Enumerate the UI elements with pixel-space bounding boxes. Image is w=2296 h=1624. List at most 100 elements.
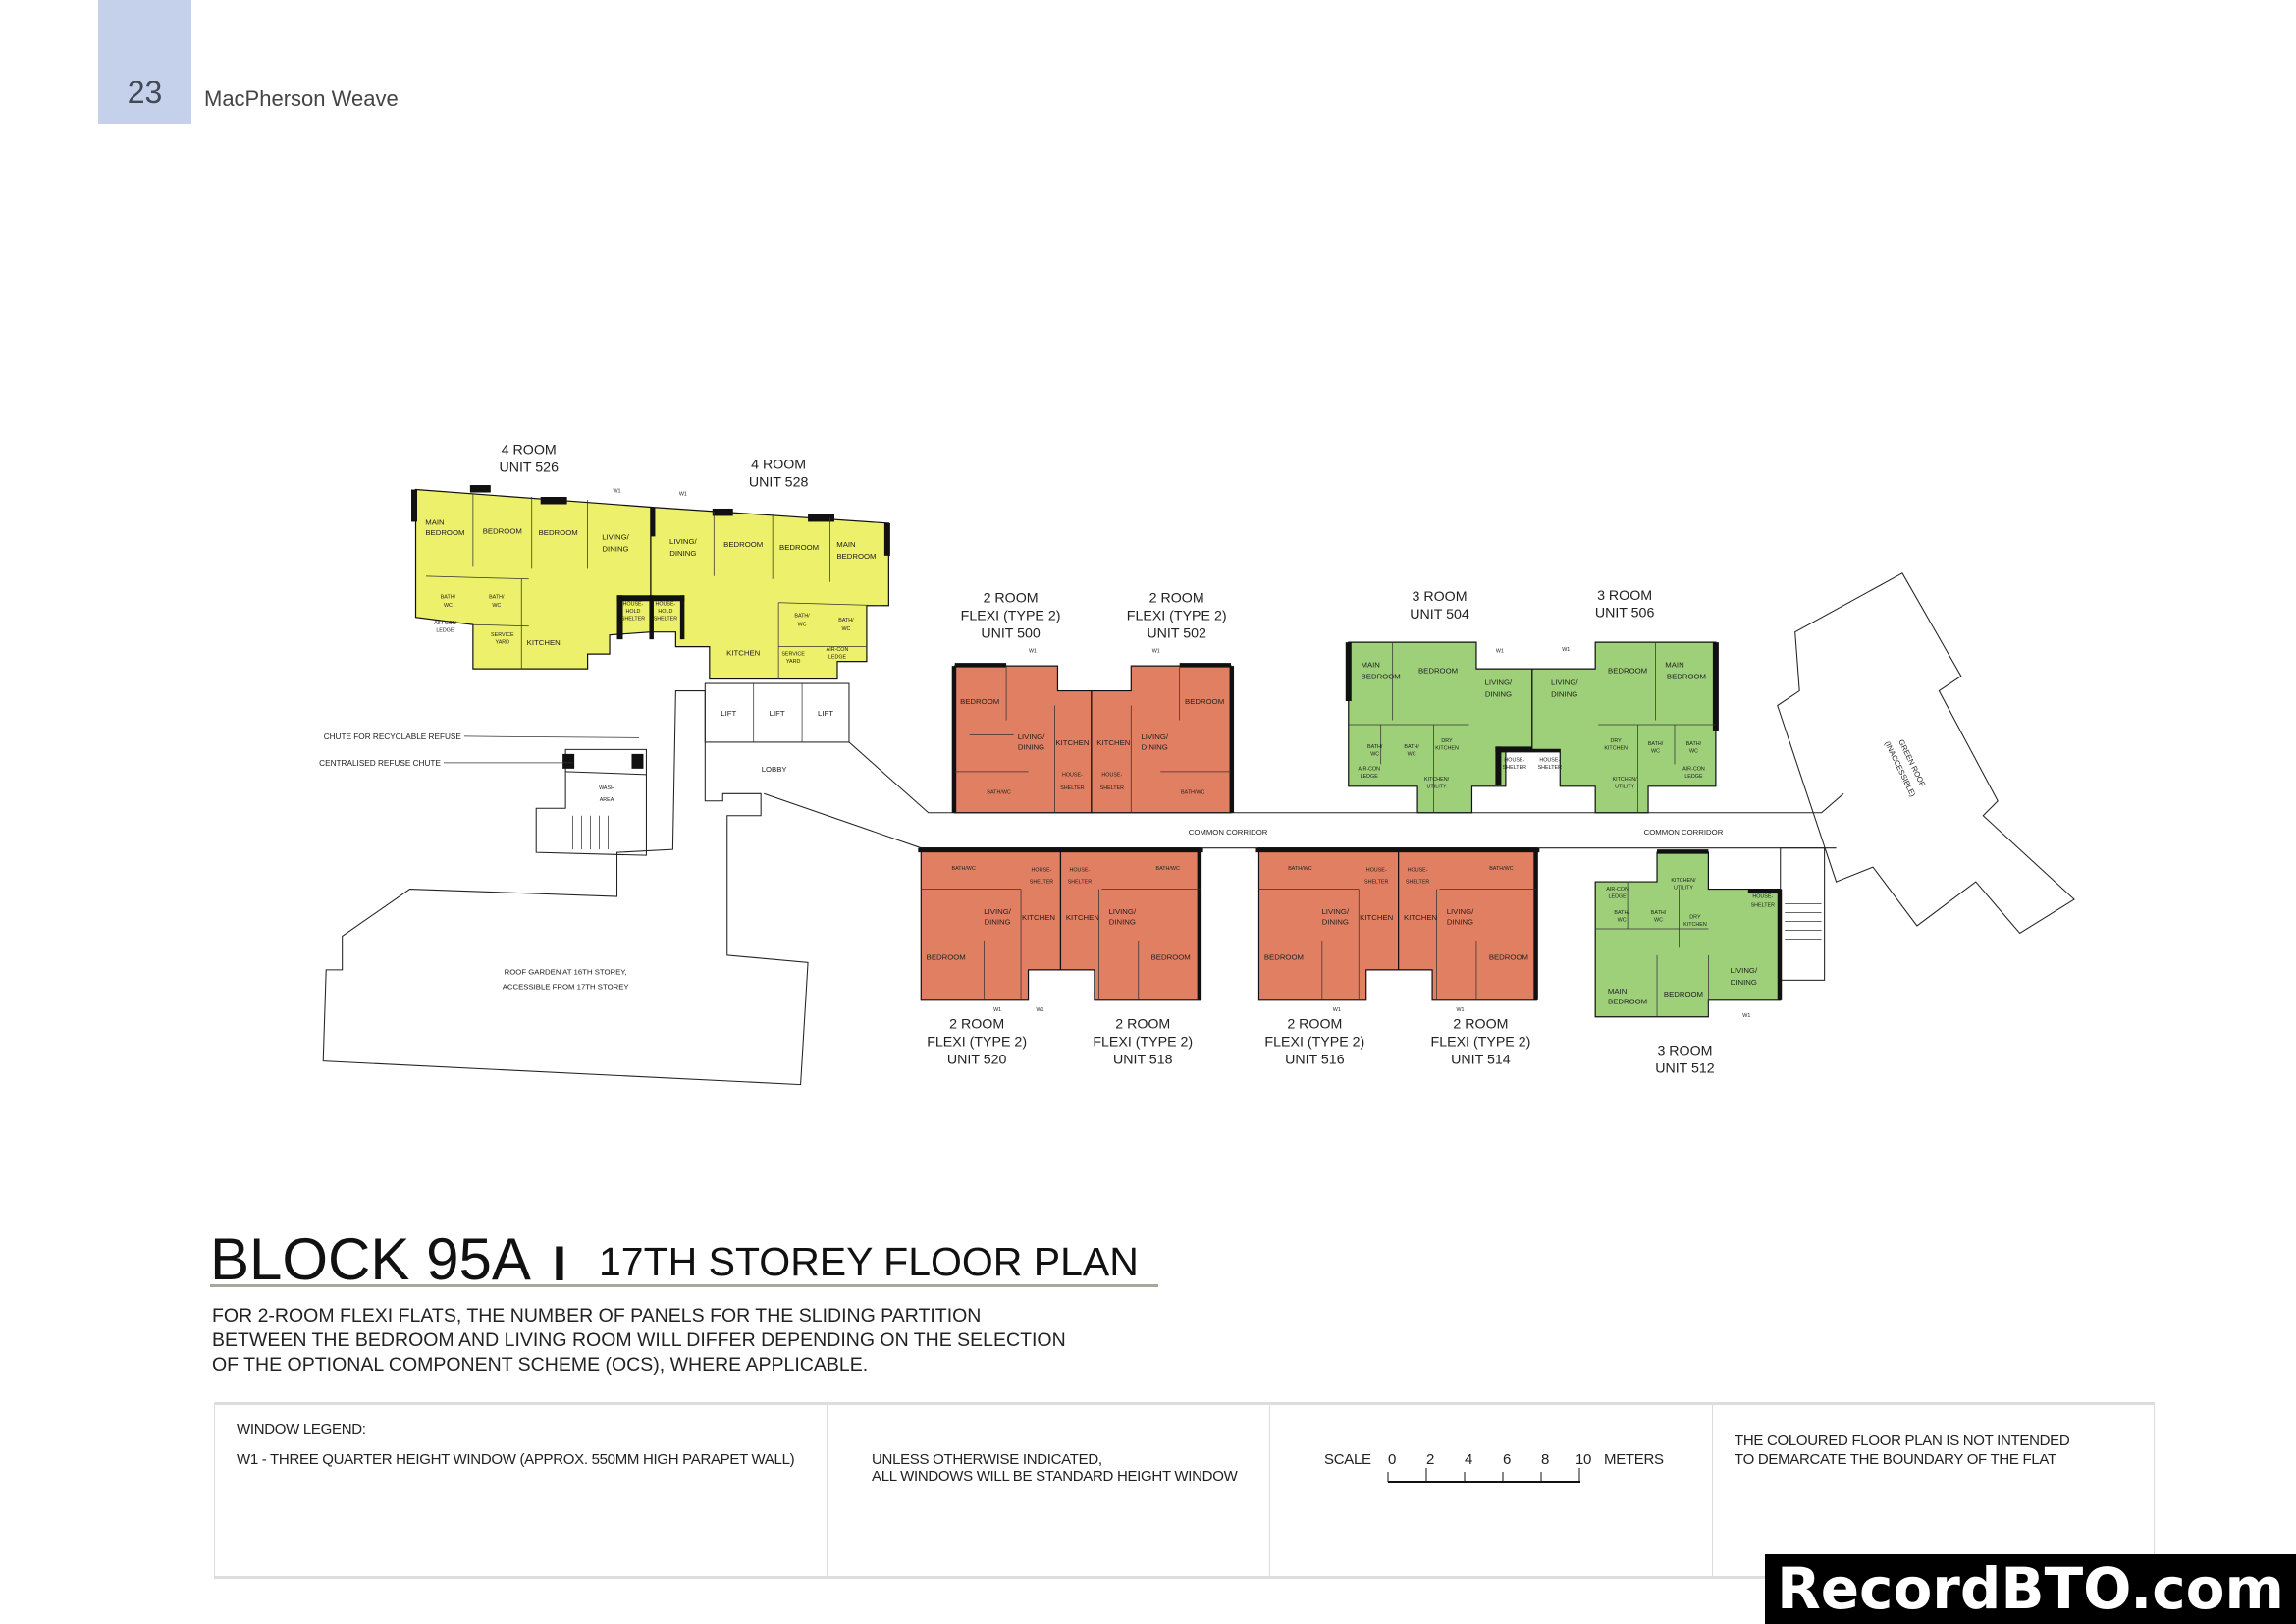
room-label: BATH/: [489, 594, 505, 600]
room-label: HOUSE-: [1408, 868, 1428, 874]
room-label: YARD: [496, 640, 510, 646]
room-label: SHELTER: [1364, 880, 1389, 886]
unit-type-label: 2 ROOM: [1453, 1017, 1508, 1033]
room-label: HOUSE-: [1101, 772, 1122, 778]
room-label: BATH/WC: [1489, 866, 1514, 872]
scale-tick: 10: [1575, 1451, 1592, 1468]
unit-number-label: UNIT 512: [1655, 1061, 1715, 1077]
room-label: AIR-CON: [1606, 887, 1629, 893]
room-label: HOUSE-: [1032, 868, 1052, 874]
room-label: BEDROOM: [1185, 697, 1224, 706]
room-label: DINING: [1142, 742, 1168, 751]
room-label: BATH/WC: [1156, 866, 1181, 872]
room-label: BATH/: [441, 594, 456, 600]
room-label: BEDROOM: [723, 540, 763, 549]
unit-500[interactable]: 2 ROOM FLEXI (TYPE 2) UNIT 500 W1 BEDROO…: [951, 591, 1093, 814]
window-w1-label: W1: [1496, 649, 1504, 655]
room-label: BEDROOM: [1489, 952, 1528, 961]
room-label: SHELTER: [1503, 765, 1527, 771]
room-label: WC: [1370, 751, 1379, 757]
scale-tick: 4: [1465, 1451, 1473, 1468]
room-label: UTILITY: [1427, 784, 1447, 789]
room-label: BEDROOM: [1264, 952, 1304, 961]
room-label: HOUSE-: [1752, 894, 1773, 900]
room-label: MAIN: [425, 517, 444, 526]
room-label: LIVING/: [1108, 907, 1136, 916]
unit-type-label: 4 ROOM: [751, 458, 806, 473]
unit-528[interactable]: 4 ROOM UNIT 528 LIVING/ DINING BEDROOM B…: [616, 458, 890, 680]
unit-514[interactable]: BATH/WC HOUSE- SHELTER LIVING/ DINING KI…: [1398, 847, 1540, 1068]
room-label: DRY: [1610, 738, 1622, 744]
room-label: BATH/: [838, 618, 854, 623]
room-label: BEDROOM: [927, 952, 966, 961]
scale-tick: 8: [1541, 1451, 1550, 1468]
unit-518[interactable]: BATH/WC HOUSE- SHELTER LIVING/ DINING KI…: [1036, 847, 1203, 1068]
room-label: WC: [1651, 748, 1660, 754]
wash-area: WASH AREA: [535, 748, 647, 856]
room-label: LIVING/: [1018, 732, 1045, 741]
room-label: KITCHEN: [1604, 745, 1628, 751]
unit-504[interactable]: 3 ROOM UNIT 504 W1 MAIN BEDROOM BEDROOM …: [1345, 589, 1570, 814]
room-label: DINING: [1731, 978, 1757, 987]
unit-516[interactable]: BATH/WC HOUSE- SHELTER LIVING/ DINING KI…: [1255, 847, 1400, 1068]
unit-502[interactable]: 2 ROOM FLEXI (TYPE 2) UNIT 502 W1 BEDROO…: [1091, 591, 1235, 814]
unit-subtype-label: FLEXI (TYPE 2): [1431, 1035, 1531, 1051]
room-label: LIVING/: [1321, 907, 1349, 916]
room-label: BATH/: [1404, 744, 1419, 750]
room-label: MAIN: [836, 540, 855, 549]
unit-526[interactable]: 4 ROOM UNIT 526 MAIN BEDROOM BEDROOM BED…: [411, 443, 652, 670]
standard-window-note: ALL WINDOWS WILL BE STANDARD HEIGHT WIND…: [872, 1468, 1238, 1485]
room-label: KITCHEN: [726, 649, 760, 658]
room-label: SHELTER: [1751, 903, 1776, 909]
unit-number-label: UNIT 504: [1410, 607, 1469, 623]
lift-lobby: LIFT LIFT LIFT LOBBY: [704, 682, 850, 774]
room-label: LEDGE: [828, 655, 847, 661]
room-label: DINING: [1322, 917, 1349, 926]
unit-subtype-label: FLEXI (TYPE 2): [1093, 1035, 1193, 1051]
room-label: KITCHEN: [1096, 738, 1130, 747]
room-label: LIVING/: [669, 537, 697, 546]
disclaimer-text: THE COLOURED FLOOR PLAN IS NOT INTENDED: [1735, 1433, 2070, 1449]
unit-512[interactable]: KITCHEN/ UTILITY AIR-CON LEDGE BATH/ WC …: [1594, 849, 1783, 1077]
room-label: KITCHEN/: [1671, 878, 1696, 884]
room-label: LEDGE: [1684, 774, 1703, 780]
room-label: HOUSE-: [1539, 757, 1560, 763]
legend-box: WINDOW LEGEND: W1 - THREE QUARTER HEIGHT…: [214, 1402, 2155, 1579]
unit-type-label: 3 ROOM: [1413, 589, 1468, 605]
scale-tick: 2: [1426, 1451, 1435, 1468]
unit-520[interactable]: BATH/WC HOUSE- SHELTER LIVING/ DINING KI…: [918, 847, 1062, 1068]
room-label: DRY: [1441, 738, 1453, 744]
scale-unit: METERS: [1604, 1451, 1664, 1468]
room-label: AIR-CON: [1682, 766, 1705, 772]
unit-type-label: 3 ROOM: [1657, 1044, 1712, 1059]
room-label: BATH/WC: [987, 789, 1011, 795]
roof-garden-label: ROOF GARDEN AT 16TH STOREY,: [505, 967, 627, 976]
unit-number-label: UNIT 516: [1285, 1053, 1345, 1068]
unit-type-label: 2 ROOM: [1115, 1017, 1170, 1033]
room-label: WC: [1689, 748, 1698, 754]
room-label: BATH/: [1651, 910, 1667, 916]
room-label: WC: [1618, 917, 1627, 923]
room-label: WC: [1654, 917, 1663, 923]
room-label: HOUSE-: [623, 602, 644, 608]
window-legend-cell: WINDOW LEGEND: W1 - THREE QUARTER HEIGHT…: [215, 1405, 828, 1576]
room-label: WC: [444, 603, 453, 609]
unit-subtype-label: FLEXI (TYPE 2): [961, 609, 1061, 624]
window-w1-label: W1: [613, 489, 620, 495]
title-underline: [210, 1284, 1158, 1287]
wash-label: WASH: [599, 785, 614, 791]
unit-506[interactable]: 3 ROOM UNIT 506 W1 LIVING/ DINING BEDROO…: [1531, 588, 1719, 814]
room-label: AIR-CON: [827, 647, 849, 653]
unit-number-label: UNIT 520: [947, 1053, 1007, 1068]
room-label: BEDROOM: [1418, 667, 1458, 676]
note-line: OF THE OPTIONAL COMPONENT SCHEME (OCS), …: [212, 1354, 869, 1376]
unit-type-label: 2 ROOM: [984, 591, 1039, 607]
room-label: DINING: [669, 549, 696, 558]
note-line: BETWEEN THE BEDROOM AND LIVING ROOM WILL…: [212, 1329, 1066, 1351]
room-label: HOUSE-: [1062, 772, 1083, 778]
corridor-label: COMMON CORRIDOR: [1189, 828, 1268, 837]
room-label: AIR-CON: [434, 621, 456, 626]
room-label: BATH/WC: [1288, 866, 1312, 872]
room-label: SERVICE: [781, 652, 805, 658]
